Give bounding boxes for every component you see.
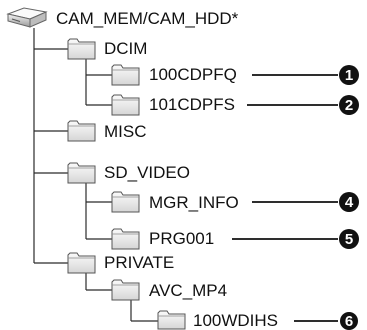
folder-icon	[111, 279, 140, 301]
folder-node-100cdpfq: 100CDPFQ 1	[111, 64, 359, 86]
svg-text:1: 1	[345, 67, 353, 84]
folder-node-prg001: PRG001 5	[111, 228, 359, 250]
drive-icon	[6, 7, 48, 28]
svg-text:6: 6	[345, 313, 353, 330]
svg-text:5: 5	[345, 231, 353, 248]
folder-icon	[111, 228, 140, 250]
root-label: CAM_MEM/CAM_HDD*	[56, 9, 239, 28]
marker-badge-6: 6	[340, 312, 358, 330]
folder-label-100wdihs: 100WDIHS	[193, 311, 278, 330]
marker-badge-5: 5	[339, 229, 359, 249]
root-drive: CAM_MEM/CAM_HDD*	[6, 7, 239, 28]
folder-label-100cdpfq: 100CDPFQ	[149, 65, 237, 84]
folder-label-mgr_info: MGR_INFO	[149, 193, 239, 212]
folder-node-101cdpfs: 101CDPFS 2	[111, 94, 359, 116]
marker-badge-4: 4	[339, 192, 359, 212]
folder-icon	[111, 64, 140, 86]
folder-icon	[111, 191, 140, 213]
folder-label-avc_mp4: AVC_MP4	[149, 281, 227, 300]
folder-icon	[111, 94, 140, 116]
folder-nodes: DCIM 100CDPFQ 1 101CDPFS 2	[67, 38, 359, 330]
folder-label-sd_video: SD_VIDEO	[104, 163, 190, 182]
folder-icon	[67, 120, 96, 142]
folder-node-misc: MISC	[67, 120, 147, 142]
folder-icon	[157, 310, 186, 330]
folder-icon	[67, 162, 96, 184]
folder-icon	[67, 252, 96, 274]
folder-node-avc_mp4: AVC_MP4	[111, 279, 227, 301]
folder-node-private: PRIVATE	[67, 252, 174, 274]
folder-label-101cdpfs: 101CDPFS	[149, 95, 235, 114]
svg-text:2: 2	[345, 97, 353, 114]
svg-text:4: 4	[345, 194, 354, 211]
folder-label-prg001: PRG001	[149, 229, 214, 248]
marker-badge-1: 1	[339, 65, 359, 85]
folder-node-100wdihs: 100WDIHS 6	[157, 310, 358, 330]
marker-badge-2: 2	[339, 95, 359, 115]
folder-node-dcim: DCIM	[67, 38, 147, 60]
folder-node-sd_video: SD_VIDEO	[67, 162, 190, 184]
folder-label-private: PRIVATE	[104, 253, 174, 272]
folder-label-misc: MISC	[104, 122, 147, 141]
folder-icon	[67, 38, 96, 60]
folder-label-dcim: DCIM	[104, 39, 147, 58]
tree-connectors	[33, 28, 160, 322]
folder-node-mgr_info: MGR_INFO 4	[111, 191, 359, 213]
